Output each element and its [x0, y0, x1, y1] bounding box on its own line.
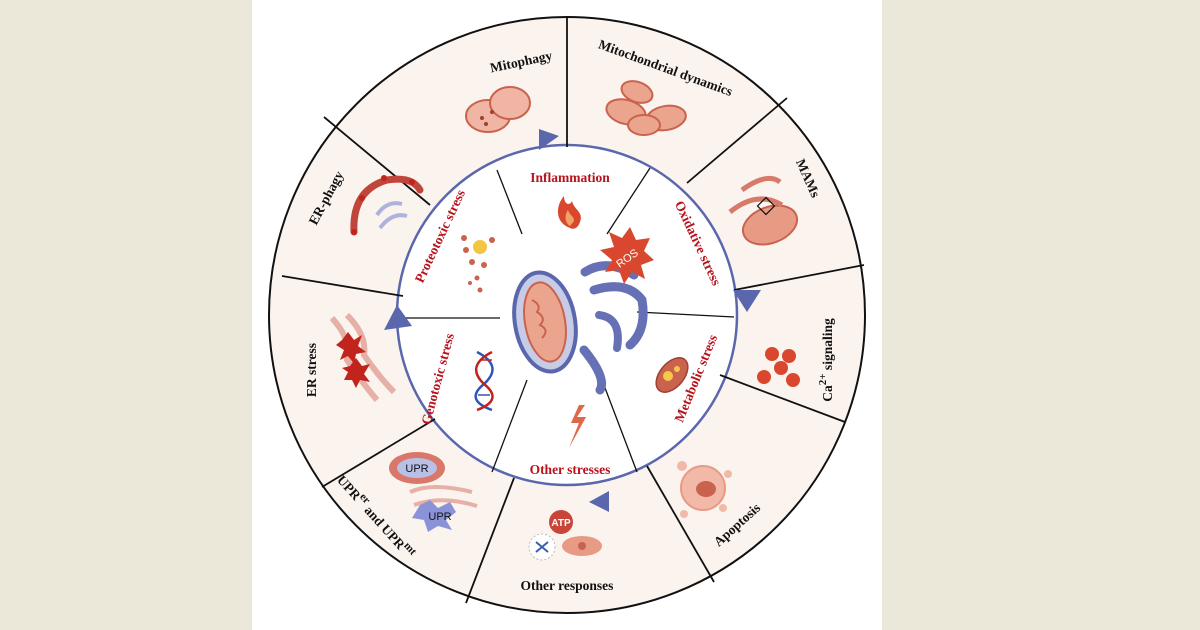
damaged-mitochondrion-icon — [655, 357, 689, 393]
arrow-right — [733, 290, 761, 312]
label-ca-signaling: Ca2+ signaling — [817, 318, 835, 402]
other-responses-icon: ATP — [528, 510, 602, 561]
label-other-stresses: Other stresses — [530, 462, 611, 477]
ros-burst-icon: ROS — [600, 227, 654, 284]
mams-icon — [728, 175, 799, 246]
er-phagy-icon — [350, 175, 424, 236]
label-er-stress: ER stress — [304, 343, 319, 397]
dna-icon — [474, 350, 494, 412]
upr-icon: UPR UPR — [389, 452, 478, 532]
protein-aggregate-icon — [461, 235, 495, 293]
calcium-icon — [757, 347, 800, 387]
mitochondrial-dynamics-icon — [605, 80, 687, 136]
arrow-bottom — [589, 491, 609, 512]
arrow-top — [539, 129, 559, 150]
lightning-icon — [569, 405, 586, 448]
cycle-arrows — [384, 129, 761, 512]
upr-label-bottom: UPR — [428, 511, 451, 523]
apoptosis-icon — [677, 461, 732, 518]
stress-response-wheel: ROS — [268, 16, 866, 614]
figure-panel: ROS — [252, 0, 882, 630]
mitophagy-icon — [465, 86, 531, 133]
label-other-responses: Other responses — [521, 578, 614, 593]
label-inflammation: Inflammation — [530, 170, 610, 185]
mitochondrion-center-icon — [512, 270, 578, 374]
outer-dividers — [281, 17, 865, 604]
fire-icon — [557, 196, 581, 229]
inner-dividers — [404, 167, 735, 473]
er-stress-icon — [329, 312, 397, 402]
upr-label-top: UPR — [405, 463, 428, 475]
atp-label: ATP — [551, 518, 571, 529]
arrow-left — [384, 305, 412, 330]
